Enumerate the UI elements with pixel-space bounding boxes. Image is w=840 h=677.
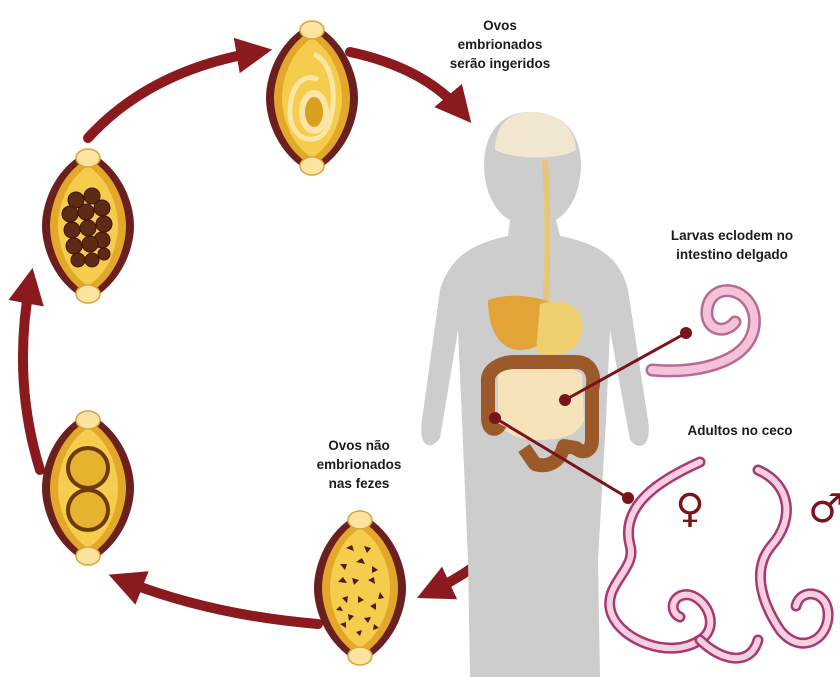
label-line: Ovos não: [304, 436, 414, 455]
label-larvae-hatch: Larvas eclodem no intestino delgado: [652, 226, 812, 264]
label-line: embrionados: [304, 455, 414, 474]
arrow-to-two-cell-egg: [122, 580, 318, 624]
label-line: nas fezes: [304, 474, 414, 493]
label-line: Larvas eclodem no: [652, 226, 812, 245]
arrow-to-morula-egg: [23, 282, 40, 470]
label-adults-cecum: Adultos no ceco: [670, 421, 810, 440]
esophagus: [545, 160, 547, 300]
label-line: intestino delgado: [652, 245, 812, 264]
arrow-to-top-egg: [88, 52, 258, 138]
egg-two-cell: [42, 411, 134, 565]
egg-embryonated-larva: [266, 21, 358, 175]
label-embryonated-ingested: Ovos embrionados serão ingeridos: [440, 16, 560, 73]
male-symbol-icon: ♂: [808, 486, 840, 532]
label-line: embrionados: [440, 35, 560, 54]
label-line: Adultos no ceco: [670, 421, 810, 440]
label-line: serão ingeridos: [440, 54, 560, 73]
egg-morula: [42, 149, 134, 303]
larva-worm: [652, 291, 754, 371]
label-unembryonated-feces: Ovos não embrionados nas fezes: [304, 436, 414, 493]
egg-unembryonated: [314, 511, 406, 665]
female-symbol-icon: ♀: [675, 486, 704, 532]
label-line: Ovos: [440, 16, 560, 35]
